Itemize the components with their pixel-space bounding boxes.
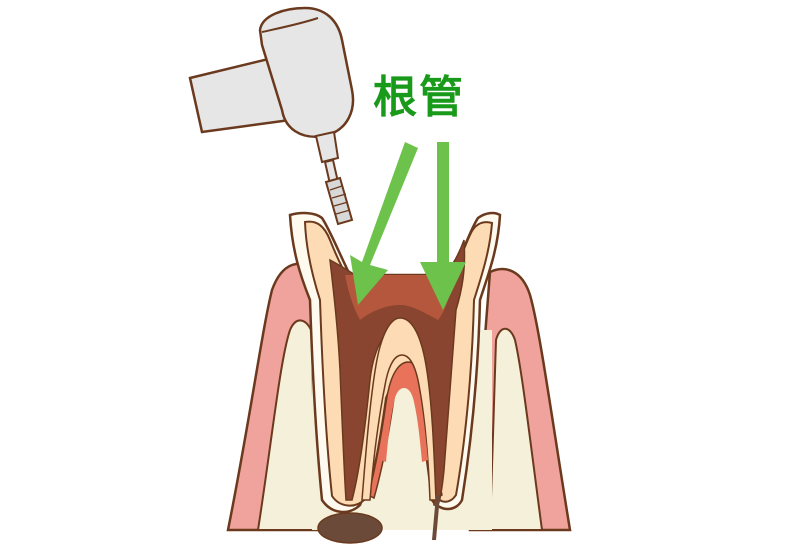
dental-handpiece [188,6,355,226]
periapical-lesion [317,512,383,544]
root-canal-arrow-right [420,142,466,310]
root-canal-label: 根管 [373,72,465,123]
root-canal-arrow-left [350,142,418,305]
